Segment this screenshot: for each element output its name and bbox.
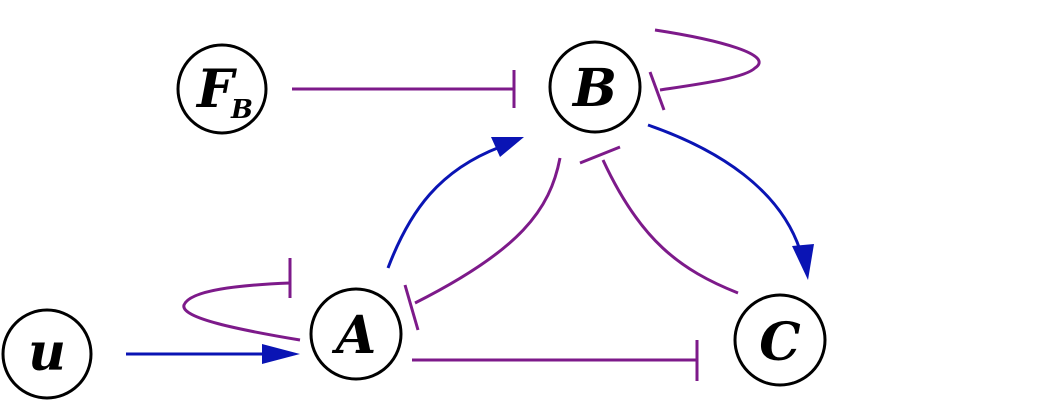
edge-b-inhibits-a bbox=[403, 157, 562, 331]
edge-b-self-inhibition bbox=[648, 28, 761, 111]
node-c: C bbox=[733, 293, 827, 387]
edge-a-self-inhibition bbox=[182, 258, 301, 342]
edge-u-activates-a bbox=[126, 344, 300, 364]
node-a: A bbox=[309, 287, 403, 381]
svg-text:B: B bbox=[230, 95, 253, 125]
node-b: B bbox=[548, 40, 642, 134]
svg-text:F: F bbox=[195, 59, 237, 120]
node-a-label: A bbox=[331, 305, 376, 366]
node-fb-subscript: B bbox=[230, 95, 253, 125]
node-u: u bbox=[1, 308, 93, 400]
node-u-label: u bbox=[28, 322, 66, 383]
edge-c-inhibits-b bbox=[579, 145, 739, 295]
edge-a-activates-b bbox=[386, 137, 524, 269]
node-b-label: B bbox=[571, 58, 617, 119]
edge-fb-inhibits-b bbox=[292, 70, 516, 108]
node-fb: F B bbox=[176, 43, 268, 135]
node-c-label: C bbox=[759, 312, 800, 373]
edge-a-inhibits-c bbox=[412, 340, 699, 381]
edge-b-activates-c bbox=[647, 123, 814, 280]
node-fb-label: F bbox=[195, 59, 237, 120]
